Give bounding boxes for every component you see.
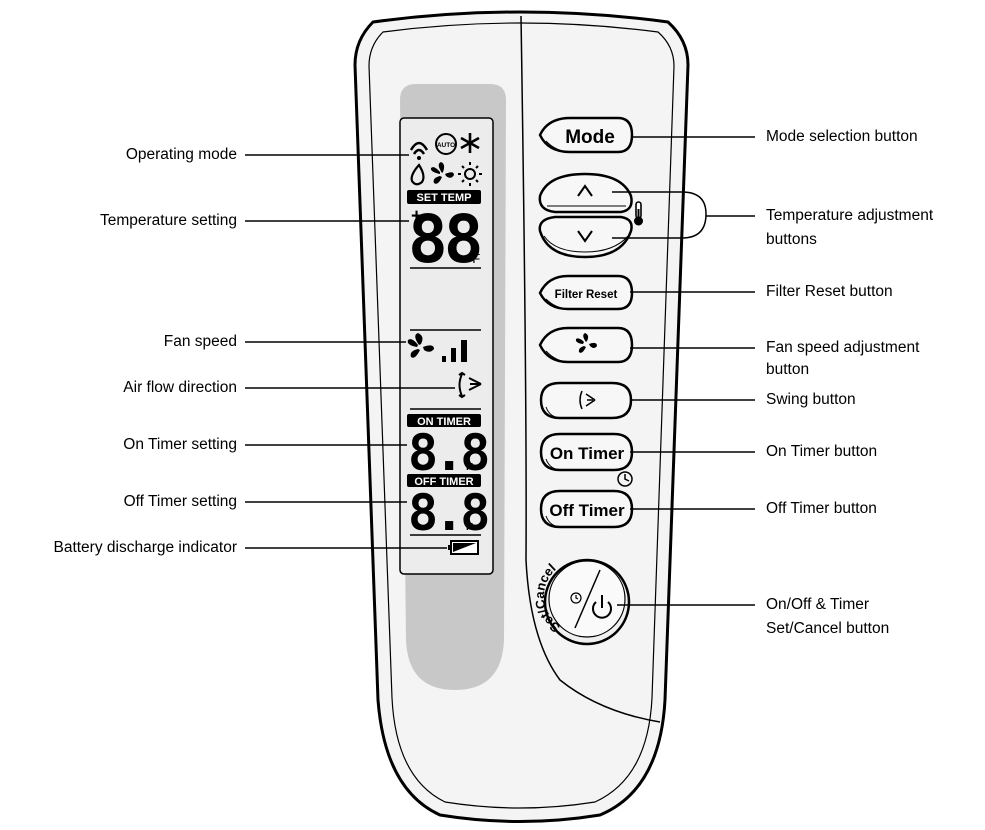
fan-mode-icon — [430, 162, 454, 184]
label-on-timer: On Timer button — [766, 443, 878, 460]
temperature-up-button[interactable] — [538, 172, 633, 214]
temperature-down-button[interactable] — [538, 215, 633, 259]
svg-text:ON TIMER: ON TIMER — [417, 416, 471, 428]
label-mode-button: Mode selection button — [766, 128, 918, 145]
speed-bar-1 — [442, 356, 446, 362]
mode-button[interactable]: Mode — [538, 116, 634, 154]
off-timer-digits: 8.8 Hr. — [408, 484, 491, 542]
label-temp-buttons-line1: Temperature adjustment — [766, 207, 934, 224]
temperature-digits: + 88 °F — [408, 201, 484, 278]
sun-heat-icon — [458, 162, 482, 186]
svg-text:°F: °F — [467, 251, 480, 266]
fan-speed-indicator — [407, 333, 467, 362]
label-air-flow-direction: Air flow direction — [123, 379, 237, 396]
air-flow-icon — [458, 371, 482, 399]
small-clock-icon — [570, 592, 582, 604]
swing-button[interactable] — [539, 381, 633, 420]
on-timer-button[interactable]: On Timer — [539, 432, 634, 472]
fan-speed-button[interactable] — [538, 326, 634, 364]
svg-text:SET TEMP: SET TEMP — [416, 192, 471, 204]
auto-mode-icon: AUTO — [435, 133, 457, 155]
swing-icon — [579, 390, 596, 410]
svg-text:Off Timer: Off Timer — [549, 501, 625, 520]
lcd-screen — [399, 117, 494, 575]
label-off-timer-setting: Off Timer setting — [123, 493, 237, 510]
speed-bar-2 — [451, 348, 456, 362]
svg-text:Hr.: Hr. — [466, 462, 480, 473]
svg-text:88: 88 — [408, 201, 480, 278]
label-off-timer: Off Timer button — [766, 500, 877, 517]
svg-text:+: + — [411, 206, 422, 227]
thermometer-icon — [634, 201, 643, 226]
label-temperature-setting: Temperature setting — [100, 212, 237, 229]
label-battery-indicator: Battery discharge indicator — [53, 539, 237, 556]
svg-text:Mode: Mode — [565, 127, 615, 148]
on-timer-digits: 8.8 Hr. — [408, 424, 491, 482]
down-arrow-icon — [577, 230, 593, 243]
heat-drop-icon — [410, 163, 425, 186]
svg-text:Filter Reset: Filter Reset — [555, 289, 618, 301]
up-arrow-icon — [577, 184, 593, 197]
on-timer-badge: ON TIMER — [407, 414, 481, 428]
svg-text:8.8: 8.8 — [408, 424, 487, 482]
cool-mode-icon — [460, 133, 480, 153]
dry-mode-icon — [409, 141, 429, 160]
speed-bar-3 — [461, 340, 467, 362]
battery-icon — [448, 540, 479, 555]
power-icon — [592, 595, 612, 619]
svg-text:OFF TIMER: OFF TIMER — [414, 476, 473, 488]
label-onoff-line2: Set/Cancel button — [766, 620, 890, 637]
svg-text:AUTO: AUTO — [437, 142, 455, 149]
label-onoff-line1: On/Off & Timer — [766, 596, 870, 613]
label-fan-speed-line2: button — [766, 361, 810, 378]
label-operating-mode: Operating mode — [125, 146, 237, 163]
label-fan-speed: Fan speed — [163, 333, 237, 350]
off-timer-badge: OFF TIMER — [407, 474, 481, 488]
right-leader-lines — [612, 136, 755, 606]
svg-text:Hr.: Hr. — [466, 522, 480, 533]
label-filter-reset: Filter Reset button — [766, 283, 893, 300]
svg-text:8.8: 8.8 — [408, 484, 487, 542]
off-timer-button[interactable]: Off Timer — [539, 489, 634, 529]
filter-reset-button[interactable]: Filter Reset — [538, 274, 634, 311]
operating-mode-icons: AUTO — [409, 133, 482, 186]
clock-icon — [617, 471, 633, 487]
fan-button-icon — [575, 333, 597, 353]
label-fan-speed-line1: Fan speed adjustment — [766, 339, 920, 356]
svg-text:On Timer: On Timer — [550, 444, 625, 463]
set-temp-badge: SET TEMP — [407, 190, 481, 204]
fan-icon — [407, 333, 434, 358]
label-on-timer-setting: On Timer setting — [123, 436, 237, 453]
label-swing: Swing button — [766, 391, 856, 408]
left-leader-lines — [245, 154, 455, 549]
label-temp-buttons-line2: buttons — [766, 231, 817, 248]
